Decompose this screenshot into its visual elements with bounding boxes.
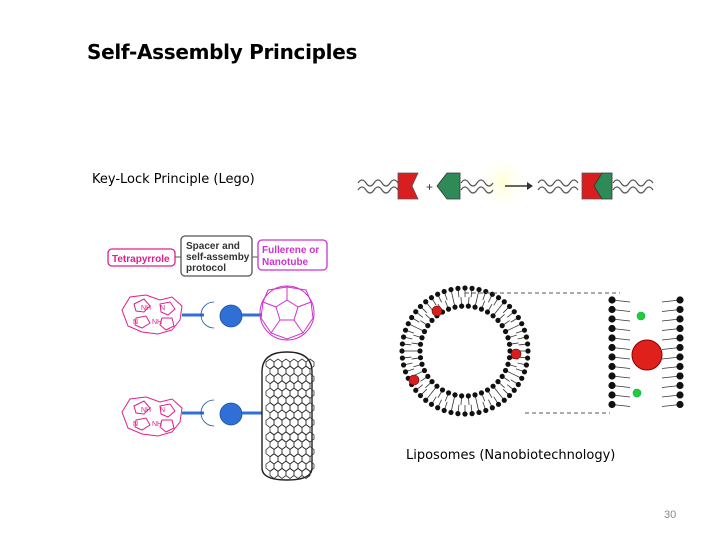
red-particle-3 xyxy=(408,374,420,386)
red-particle-2 xyxy=(510,348,522,360)
blue-key-piece-2 xyxy=(219,402,243,426)
spacer-box xyxy=(180,235,253,277)
wavy-chain-4 xyxy=(612,179,654,194)
porphyrin-molecule-1 xyxy=(121,294,183,335)
red-particle-1 xyxy=(431,305,443,317)
blue-lock-piece-1 xyxy=(200,301,215,329)
spacer-line-2: self-assemby xyxy=(186,252,250,263)
spacer-line-1: Spacer and xyxy=(186,241,240,252)
wavy-chain-2 xyxy=(460,179,494,194)
page-title: Self-Assembly Principles xyxy=(87,40,358,64)
keylock-label: Key-Lock Principle (Lego) xyxy=(92,172,255,187)
lipid-bilayer-outer xyxy=(399,285,531,417)
keylock-diagram: + xyxy=(357,152,654,214)
green-particle-2 xyxy=(632,388,642,398)
large-red-particle xyxy=(631,339,663,371)
page-number: 30 xyxy=(664,509,677,521)
arrow-head xyxy=(527,182,533,190)
red-lock-piece xyxy=(397,172,419,200)
fullerene-box xyxy=(257,239,328,271)
green-key-assembled xyxy=(593,172,613,200)
blue-lock-piece-2 xyxy=(200,399,215,427)
n-label-2a: N xyxy=(160,407,165,414)
highlight-glow xyxy=(478,152,528,214)
nh-label-1b: NH xyxy=(152,319,162,326)
fullerene-ball xyxy=(259,285,315,341)
bilayer-zoom xyxy=(608,296,684,409)
nh-label-1a: NH xyxy=(141,305,151,312)
nh-label-2b: NH xyxy=(152,421,162,428)
wavy-chain-3 xyxy=(537,179,579,194)
spacer-line-3: protocol xyxy=(186,263,226,274)
n-label-2b: N xyxy=(133,421,138,428)
wavy-chain-1 xyxy=(357,179,399,194)
tetrapyrrole-text: Tetrapyrrole xyxy=(112,254,170,265)
n-label-1b: N xyxy=(133,319,138,326)
porphyrin-molecule-2 xyxy=(121,396,183,437)
blue-key-piece-1 xyxy=(219,304,243,328)
nh-label-2a: NH xyxy=(141,407,151,414)
lipid-bilayer-inner xyxy=(411,297,519,405)
liposome-label: Liposomes (Nanobiotechnology) xyxy=(406,448,616,463)
liposome-diagram xyxy=(399,285,684,417)
plus-sign: + xyxy=(426,180,433,194)
porphyrin-diagram: Tetrapyrrole Spacer and self-assemby pro… xyxy=(107,235,328,481)
fullerene-line-1: Fullerene or xyxy=(262,245,319,256)
green-particle-1 xyxy=(636,311,646,321)
nanotube xyxy=(261,351,315,481)
green-key-piece xyxy=(436,172,461,200)
n-label-1a: N xyxy=(160,305,165,312)
fullerene-line-2: Nanotube xyxy=(262,257,309,268)
